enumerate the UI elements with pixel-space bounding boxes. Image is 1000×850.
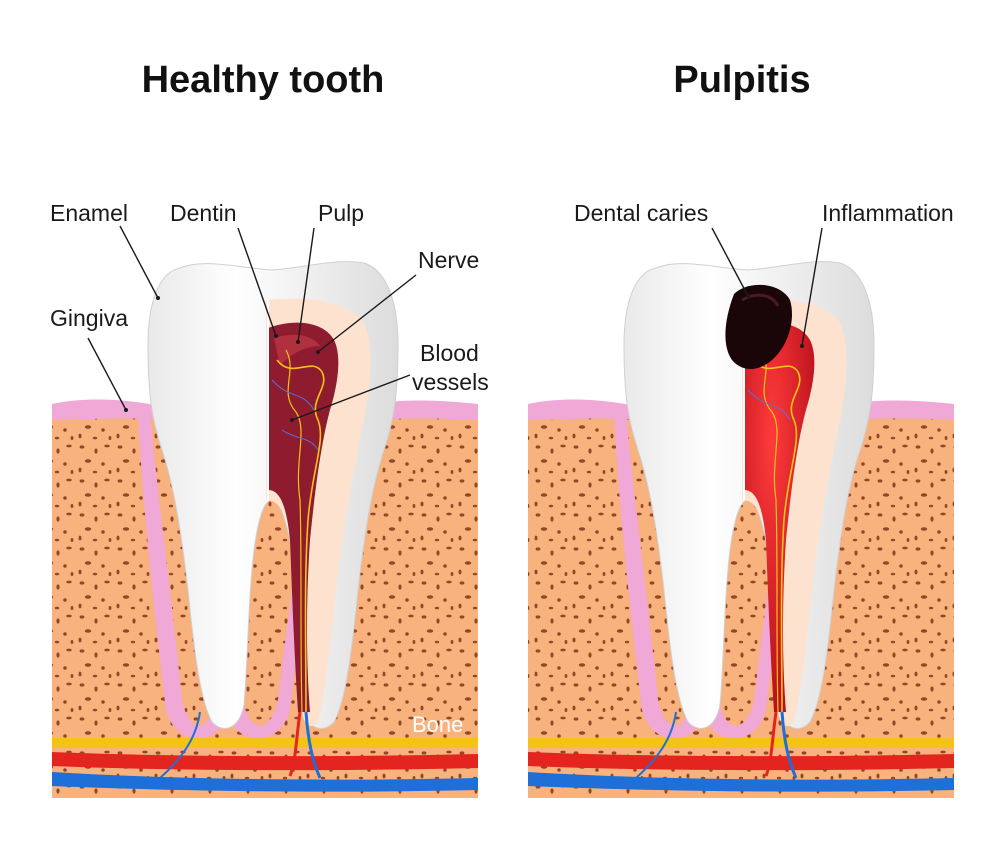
caries-lesion [725,284,792,369]
label-pulp: Pulp [318,200,364,226]
label-blood-vessels-1: Blood [420,340,479,366]
label-gingiva: Gingiva [50,305,128,331]
healthy-nerve-fibers [276,359,325,713]
healthy-panel: Healthy tooth [50,59,489,798]
label-dentin: Dentin [170,200,236,226]
label-dental-caries: Dental caries [574,200,708,226]
panel-title-healthy: Healthy tooth [142,59,385,101]
label-blood-vessels-2: vessels [412,369,489,395]
panel-title-pulpitis: Pulpitis [673,59,810,101]
healthy-vessels [52,711,478,792]
healthy-pulp [268,322,339,712]
pulpitis-inflamed-pulp [744,322,815,712]
pulpitis-tooth [623,261,875,729]
healthy-tooth [147,261,399,729]
pulpitis-panel: Pulpitis Denta [528,59,954,798]
pulpitis-vessels [528,711,954,792]
label-inflammation: Inflammation [822,200,954,226]
label-nerve: Nerve [418,247,479,273]
bone-label: Bone [412,712,463,737]
label-enamel: Enamel [50,200,128,226]
